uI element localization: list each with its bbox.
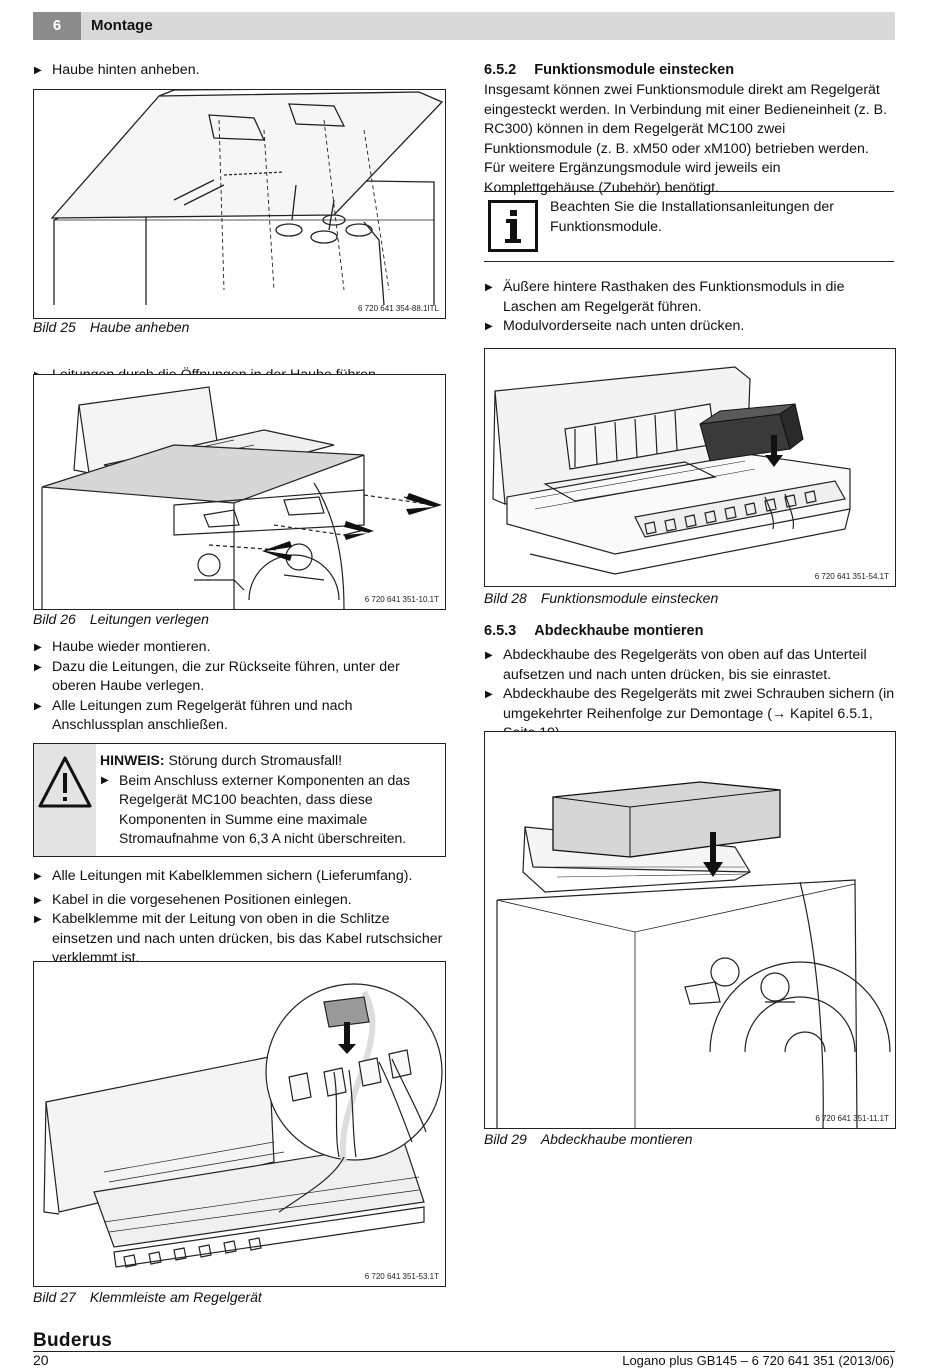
section-652-title: Funktionsmodule einstecken [534, 62, 735, 78]
section-653-title: Abdeckhaube montieren [534, 623, 704, 639]
figure-28: 6 720 641 351-54.1T [484, 348, 896, 587]
figure-26-number: Bild 26 [33, 611, 76, 627]
figure-25-caption: Bild 25 Haube anheben [33, 319, 189, 335]
figure-26-title: Leitungen verlegen [89, 611, 209, 627]
figure-27: 6 720 641 351-53.1T [33, 961, 446, 1287]
figure-25-number: Bild 25 [33, 319, 76, 335]
section-653-heading: 6.5.3 Abdeckhaube montieren [484, 622, 703, 642]
figure-29-number: Bild 29 [484, 1131, 527, 1147]
steps-after-notice: Alle Leitungen mit Kabelklemmen sichern … [33, 867, 443, 969]
section-653-number: 6.5.3 [484, 623, 517, 639]
step-leitungen-rueckseite: Dazu die Leitungen, die zur Rückseite fü… [33, 658, 443, 697]
step-kabel-einlegen: Kabel in die vorgesehenen Positionen ein… [33, 891, 443, 911]
info-icon-glyph [505, 210, 521, 243]
step-kabelklemmen: Alle Leitungen mit Kabelklemmen sichern … [33, 867, 443, 887]
chapter-title: Montage [91, 17, 153, 34]
section-652-paragraph: Insgesamt können zwei Funktionsmodule di… [484, 82, 888, 196]
figure-29-drawing [496, 781, 891, 1128]
notice-label: HINWEIS: [100, 752, 165, 768]
step-rasthaken: Äußere hintere Rasthaken des Funktionsmo… [484, 278, 894, 317]
section-652-number: 6.5.2 [484, 62, 517, 78]
info-box: Beachten Sie die Installationsanleitunge… [484, 191, 894, 262]
notice-title: Störung durch Stromausfall! [164, 752, 342, 768]
step-haube-wieder: Haube wieder montieren. [33, 638, 443, 658]
step-haube-hinten: Haube hinten anheben. [33, 61, 462, 81]
brand-logo: Buderus [33, 1330, 113, 1351]
figure-28-title: Funktionsmodule einstecken [540, 590, 719, 606]
figure-29-title: Abdeckhaube montieren [540, 1131, 693, 1147]
figure-29-caption: Bild 29 Abdeckhaube montieren [484, 1131, 693, 1147]
page-number: 20 [33, 1352, 49, 1368]
notice-box: HINWEIS: Störung durch Stromausfall! Bei… [33, 743, 446, 857]
figure-29-code: 6 720 641 351-11.1T [815, 1114, 889, 1123]
document-reference: Logano plus GB145 – 6 720 641 351 (2013/… [622, 1353, 894, 1368]
figure-26-caption: Bild 26 Leitungen verlegen [33, 611, 209, 627]
figure-27-drawing [43, 983, 443, 1268]
figure-28-drawing [492, 366, 851, 575]
notice-bullet: Beim Anschluss externer Komponenten an d… [100, 771, 438, 849]
steps-after-figure-26: Haube wieder montieren. Dazu die Leitung… [33, 638, 443, 736]
notice-text: HINWEIS: Störung durch Stromausfall! Bei… [100, 751, 438, 849]
figure-28-code: 6 720 641 351-54.1T [814, 572, 889, 581]
figure-27-caption: Bild 27 Klemmleiste am Regelgerät [33, 1289, 262, 1305]
figure-25-title: Haube anheben [89, 319, 190, 335]
figure-27-code: 6 720 641 351-53.1T [364, 1272, 439, 1281]
figure-25-code: 6 720 641 354-88.1ITL [358, 304, 439, 313]
chapter-header: 6 Montage [33, 12, 895, 40]
step-modulvorderseite: Modulvorderseite nach unten drücken. [484, 317, 894, 337]
figure-29: 6 720 641 351-11.1T [484, 731, 896, 1129]
step-kabelklemme-einsetzen: Kabelklemme mit der Leitung von oben in … [33, 910, 443, 969]
steps-653: Abdeckhaube des Regelgeräts von oben auf… [484, 646, 896, 744]
info-icon [488, 200, 538, 252]
figure-25: 6 720 641 354-88.1ITL [33, 89, 446, 319]
chapter-number: 6 [33, 12, 81, 40]
figure-28-caption: Bild 28 Funktionsmodule einstecken [484, 590, 718, 606]
figure-27-number: Bild 27 [33, 1289, 76, 1305]
warning-icon [38, 756, 92, 808]
notice-heading: HINWEIS: Störung durch Stromausfall! [100, 751, 438, 771]
figure-26-code: 6 720 641 351-10.1T [364, 595, 439, 604]
figure-26: 6 720 641 351-10.1T [33, 374, 446, 610]
info-text: Beachten Sie die Installationsanleitunge… [550, 199, 834, 235]
figure-28-number: Bild 28 [484, 590, 527, 606]
footer-divider [33, 1351, 895, 1352]
figure-26-drawing [41, 386, 442, 609]
step-abdeckhaube-aufsetzen: Abdeckhaube des Regelgeräts von oben auf… [484, 646, 896, 685]
figure-27-title: Klemmleiste am Regelgerät [89, 1289, 262, 1305]
step-leitungen-anschliessen: Alle Leitungen zum Regelgerät führen und… [33, 697, 443, 736]
steps-652: Äußere hintere Rasthaken des Funktionsmo… [484, 278, 894, 337]
figure-25-drawing [50, 90, 444, 306]
notice-sidebar [34, 744, 96, 856]
section-652-heading: 6.5.2 Funktionsmodule einstecken [484, 61, 734, 81]
